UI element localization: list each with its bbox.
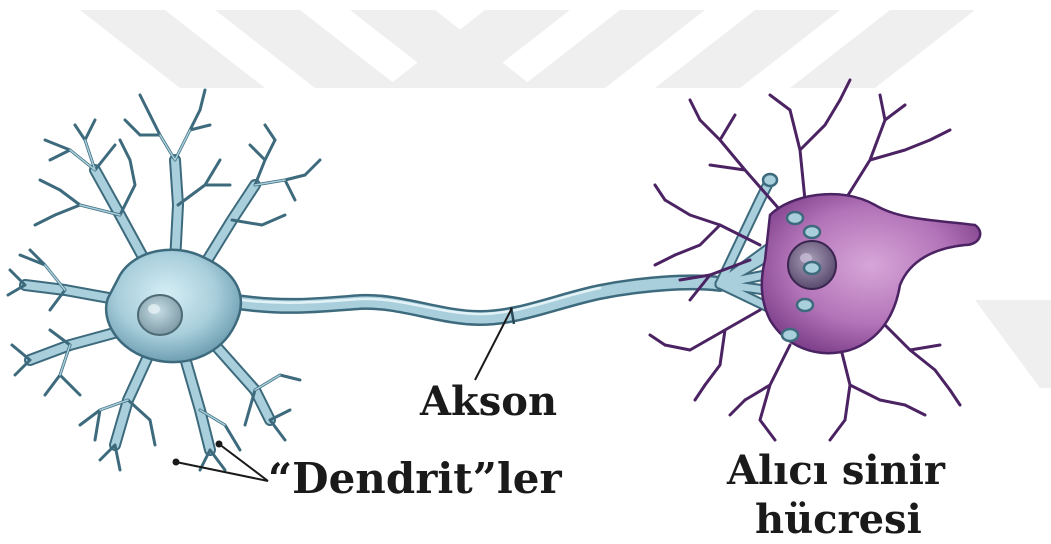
axon-label: Akson — [420, 382, 557, 422]
receiving-neuron — [650, 80, 980, 440]
receiver-label-line1: Alıcı sinir — [727, 451, 945, 491]
nucleus — [138, 295, 182, 335]
receiver-label-line2: hücresi — [755, 500, 922, 540]
sending-neuron — [8, 90, 812, 470]
dendrites-label: “Dendrit”ler — [268, 458, 562, 500]
axon — [225, 282, 720, 324]
